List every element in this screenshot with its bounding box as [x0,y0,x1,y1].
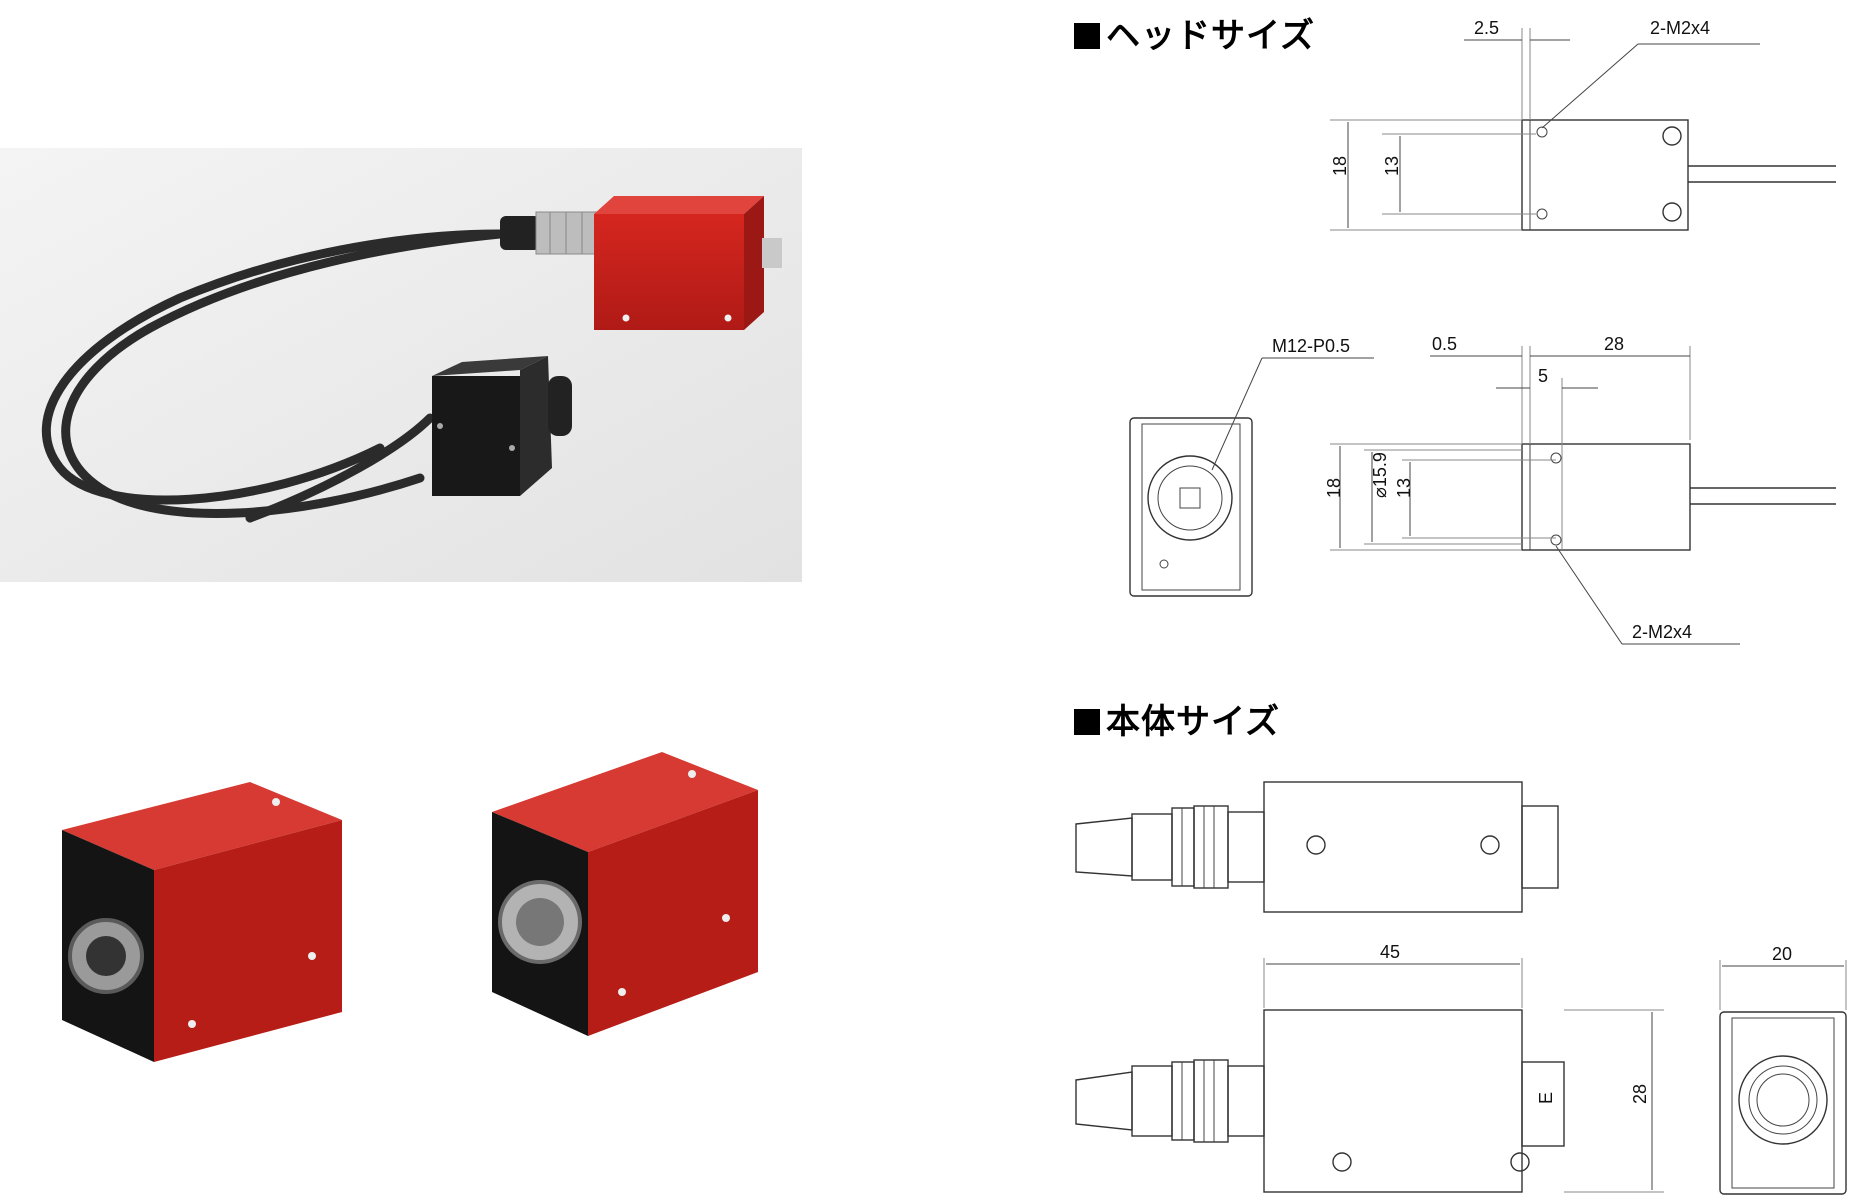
dim-15-9: ⌀15.9 [1370,452,1390,498]
leader-line [1541,43,1639,129]
screw-icon [1306,835,1326,855]
heading-square-marker [1074,23,1100,49]
body-size-heading: 本体サイズ [1074,694,1280,743]
hole-label-side: 2-M2x4 [1632,622,1692,642]
head-size-title: ヘッドサイズ [1106,16,1315,56]
cable-boot [1075,1071,1133,1131]
screw-icon [1662,126,1682,146]
cable-boot [1075,817,1133,877]
screw-icon [1510,1152,1530,1172]
head-top-view [1330,28,1836,231]
body-size-title: 本体サイズ [1106,702,1280,742]
dim-18-top: 18 [1330,156,1350,176]
hole-label-top: 2-M2x4 [1650,18,1710,38]
product-photo-two-housings [22,700,852,1100]
connector-icon [1738,1055,1828,1145]
dim-18-side: 18 [1324,478,1344,498]
screw-icon [1332,1152,1352,1172]
thread-label: M12-P0.5 [1272,336,1350,356]
dim-20: 20 [1772,944,1792,964]
body-side-outline [1263,1009,1523,1193]
head-front-view [1129,357,1374,597]
product-photo-head-with-cable [0,148,802,582]
screw-icon [1662,202,1682,222]
body-top-view [1075,781,1559,913]
head-side-outline [1521,443,1691,551]
photo-housings-illustration [22,700,852,1100]
dim-13-top: 13 [1382,156,1402,176]
cable [41,229,505,523]
body-side-view [1075,958,1664,1193]
leader-line [1555,545,1623,645]
photo-head-cable-illustration [0,148,802,582]
black-amplifier-block [432,356,572,496]
dim-0-5: 0.5 [1432,334,1457,354]
end-mark: E [1536,1092,1556,1104]
leader-line [1211,357,1263,471]
dim-28-head: 28 [1604,334,1624,354]
dim-2-5: 2.5 [1474,18,1499,38]
red-sensor-head [594,196,782,330]
housing-right [492,752,758,1036]
body-end-view [1719,960,1847,1195]
head-top-outline [1521,119,1689,231]
heading-square-marker [1074,709,1100,735]
housing-left [62,782,342,1062]
body-top-outline [1263,781,1523,913]
dim-5: 5 [1538,366,1548,386]
screw-icon [1480,835,1500,855]
dim-28-body: 28 [1630,1084,1650,1104]
head-size-heading: ヘッドサイズ [1074,8,1315,57]
dim-45: 45 [1380,942,1400,962]
dim-13-side: 13 [1394,478,1414,498]
lens-mount-icon [1147,455,1233,541]
head-side-view [1330,346,1836,645]
